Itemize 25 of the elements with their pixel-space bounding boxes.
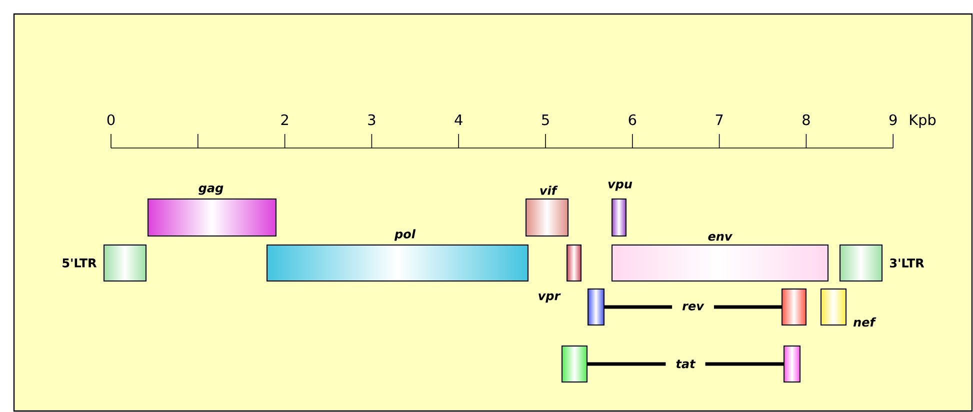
gene-label: nef (853, 317, 876, 327)
tick-label: 3 (368, 114, 376, 126)
gene-label: 5'LTR (62, 258, 97, 268)
gene-label: vpr (538, 293, 561, 303)
gene-label: gag (198, 186, 224, 195)
tick-label: 7 (716, 114, 723, 125)
tick-label: 9 (889, 114, 897, 126)
gene-label: vif (540, 186, 558, 195)
gene-box (784, 346, 800, 382)
tick-label: 2 (281, 114, 288, 125)
gene-label: vpu (608, 182, 632, 191)
tick-label: 8 (802, 114, 810, 126)
gene-label: pol (394, 229, 416, 241)
gene-label: 3'LTR (890, 258, 924, 268)
tick-label: 0 (107, 114, 115, 126)
gene-label: env (708, 234, 733, 241)
tick-label: 4 (454, 114, 462, 125)
unit-label: Kpb (910, 114, 936, 128)
gene-box (782, 288, 807, 326)
tick-label: 5 (542, 114, 549, 126)
edge-label: rev (672, 302, 714, 312)
gene-box (588, 288, 604, 326)
tick-label: 6 (628, 114, 636, 126)
gene-box (562, 346, 588, 382)
edge-label: tat (666, 358, 706, 370)
